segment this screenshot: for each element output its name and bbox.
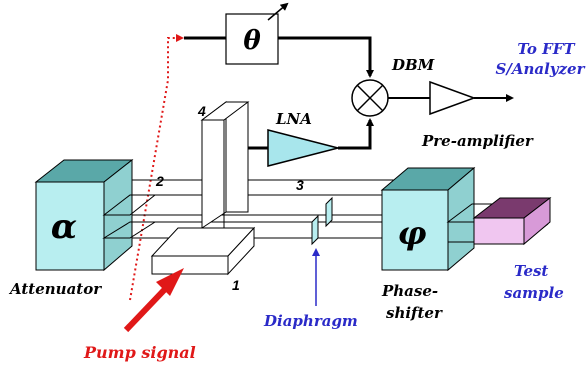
pre-amplifier-label: Pre-amplifier — [421, 132, 534, 150]
lna-triangle-amplifier-icon — [267, 129, 339, 167]
diaphragm-plates — [311, 196, 333, 246]
pump-signal-arrow — [123, 268, 184, 333]
port-4-label: 4 — [197, 103, 206, 119]
phase-shifter-block — [380, 166, 476, 272]
dbm-label: DBM — [391, 56, 435, 74]
waveguide-arm-1 — [150, 226, 256, 276]
theta-adjust-arrow — [267, 2, 289, 21]
pump-reference-dotted-line — [129, 34, 184, 301]
test-sample-label-line1: Test — [514, 262, 548, 280]
to-fft-label-line2: S/Analyzer — [496, 60, 586, 78]
waveguide-arm-4 — [200, 101, 250, 229]
test-sample-label-line2: sample — [504, 284, 564, 302]
port-1-label: 1 — [232, 277, 240, 293]
phase-shifter-label-line1: Phase- — [381, 282, 438, 300]
to-fft-label-line1: To FFT — [517, 40, 576, 58]
lo-line-to-mixer — [278, 36, 374, 78]
waveguide-main — [105, 179, 415, 239]
attenuator-label: Attenuator — [8, 280, 102, 298]
alpha-symbol: α — [51, 207, 77, 247]
mixer-x-circle-icon — [351, 79, 389, 117]
lna-output-line — [338, 118, 374, 150]
guide-through-attenuator — [102, 194, 157, 239]
phi-symbol: φ — [398, 214, 427, 252]
test-sample-block — [472, 196, 552, 246]
theta-label: θ — [243, 26, 261, 56]
port-3-label: 3 — [296, 177, 304, 193]
phase-shifter-theta-box — [225, 13, 279, 65]
diaphragm-label: Diaphragm — [263, 312, 358, 330]
lna-label: LNA — [275, 110, 312, 128]
pump-signal-label: Pump signal — [83, 343, 196, 362]
phase-shifter-label-line2: shifter — [386, 304, 443, 322]
port-2-label: 2 — [155, 173, 164, 189]
triangle-amplifier-icon — [429, 80, 477, 116]
